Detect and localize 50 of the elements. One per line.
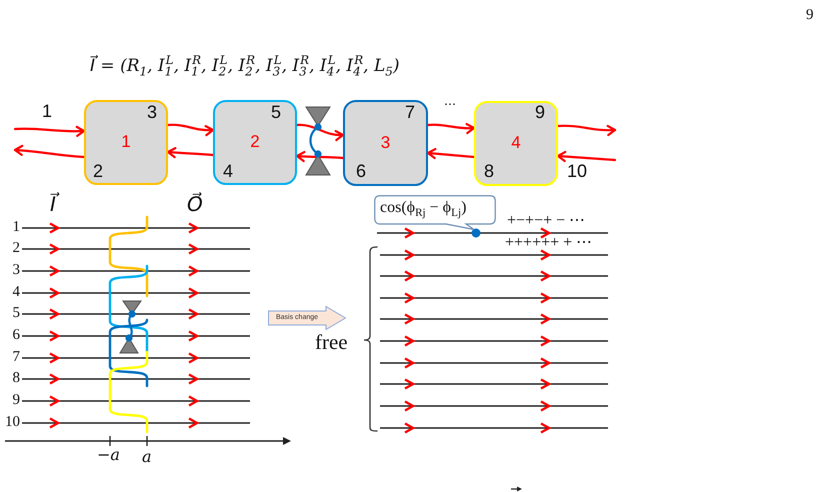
callout-bubble (374, 195, 496, 230)
page-number: 9 (806, 7, 814, 24)
port-number: 2 (93, 161, 104, 182)
box-number: 1 (121, 133, 131, 152)
axis-tick-label: −a (97, 446, 120, 464)
port-number: 3 (147, 102, 158, 123)
row-number: 5 (12, 305, 20, 322)
callout-text: cos(ϕ$_{Rj}$ − ϕ$_{Lj}$) (380, 199, 466, 218)
wavy-arrow (14, 126, 86, 137)
wavy-arrow (14, 144, 86, 158)
scatterer-box (343, 100, 428, 186)
wavy-arrow (296, 124, 344, 141)
row-number: 9 (12, 392, 20, 410)
sign-sequence: +−+−+ − ⋯ (507, 212, 586, 230)
wavy-arrow (426, 148, 476, 160)
row-number: 3 (12, 262, 20, 280)
row-number: 1 (12, 219, 20, 236)
scatterer-box (213, 100, 297, 185)
wavy-arrow (556, 124, 616, 136)
row-number: 7 (12, 349, 20, 366)
port-number: 9 (535, 102, 546, 123)
wavy-arrow (166, 124, 214, 136)
row-number: 2 (12, 240, 20, 258)
port-number: 10 (567, 161, 588, 182)
row-number: 10 (5, 414, 20, 432)
port-number: 1 (42, 101, 52, 122)
port-number: 8 (484, 161, 494, 182)
port-number: 6 (356, 161, 366, 182)
wavy-arrow (296, 150, 344, 162)
bracket-label: free (315, 330, 348, 354)
port-number: 7 (405, 102, 416, 123)
scatterer-box (474, 101, 558, 186)
sign-sequence: ++++++ + ⋯ (505, 234, 592, 252)
row-number: 4 (12, 284, 20, 302)
row-number: 8 (12, 370, 20, 388)
vector-symbol: O⃗ (187, 193, 203, 216)
wavy-arrow (556, 150, 616, 162)
block-arrow (268, 306, 346, 330)
box-number: 3 (380, 134, 390, 152)
ellipsis: ⋯ (444, 98, 456, 112)
row-number: 6 (12, 327, 20, 344)
box-number: 2 (250, 133, 260, 152)
box-number: 4 (511, 134, 521, 153)
axis-tick-label: a (142, 448, 152, 466)
scatterer-box (84, 100, 168, 185)
port-number: 5 (271, 102, 282, 123)
wavy-arrow (426, 122, 476, 134)
port-number: 4 (223, 161, 234, 182)
formula: I⃗ = (R$_{1}$, I$_{1}$$^{L}$, I$_{1}$$^{R}$, I$_{2}$$^{L}$, I$_{2}$$^{R}$, I$_{3}$$^{L}$, I$_{3}$$^{R}$, I$_{4}$$^{L}$, I$_{4}$$^{R}$, L$_{5}$) (90, 57, 400, 77)
wavy-arrow (166, 146, 214, 158)
